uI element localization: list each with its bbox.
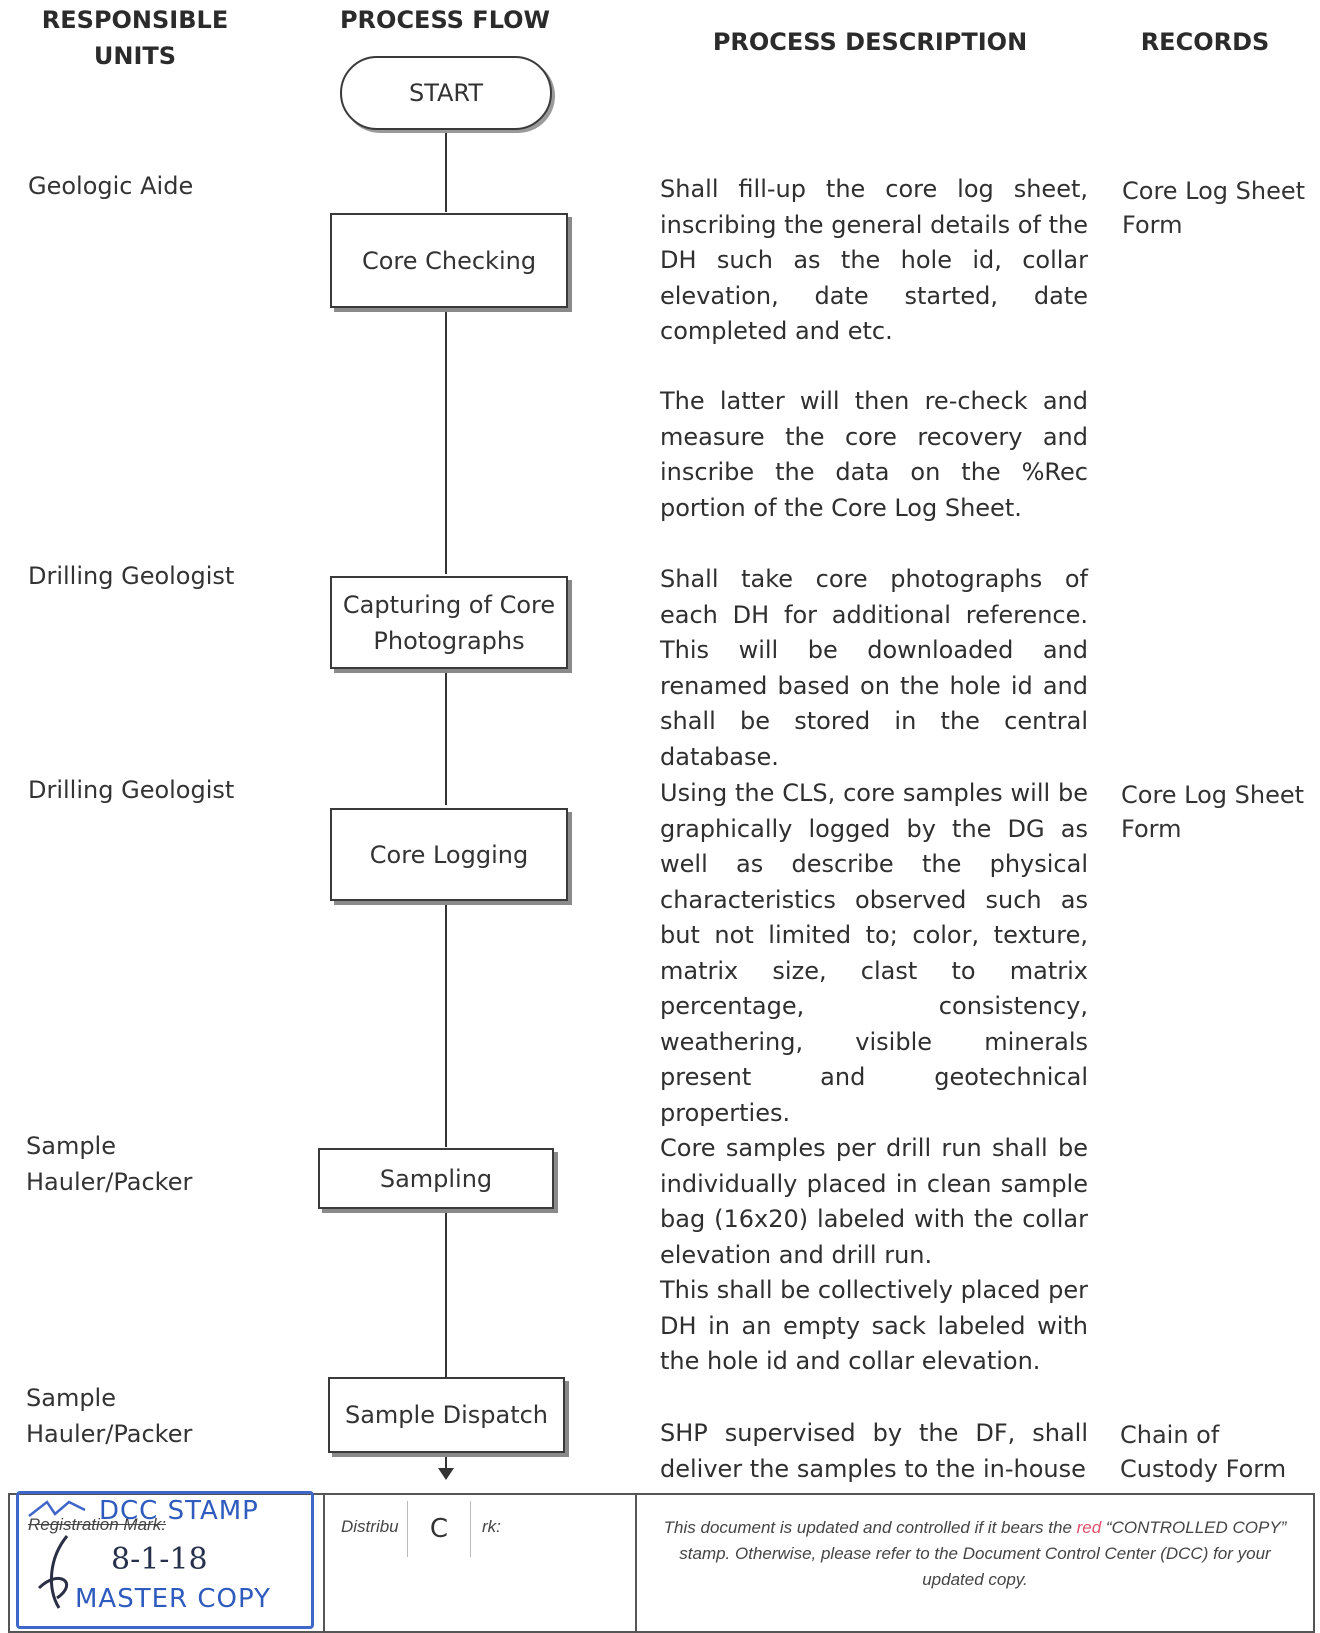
footer-control-table: Registration Mark: DCC STAMP 8-1-18 MAST…: [8, 1491, 1315, 1633]
header-process-flow: PROCESS FLOW: [339, 6, 551, 34]
registration-mark-cell: Registration Mark: DCC STAMP 8-1-18 MAST…: [10, 1491, 325, 1631]
description-core-checking: Shall fill-up the core log sheet, inscri…: [660, 175, 1088, 345]
dcc-master-copy-stamp: DCC STAMP 8-1-18 MASTER COPY: [16, 1491, 314, 1629]
stamp-title: DCC STAMP: [99, 1496, 259, 1526]
notice-text-before: This document is updated and controlled …: [663, 1518, 1077, 1537]
header-records: RECORDS: [1140, 28, 1270, 56]
start-terminator: START: [340, 56, 552, 130]
description-sample-dispatch: SHP supervised by the DF, shall deliver …: [660, 1419, 1088, 1483]
unit-sample-hauler-packer: Sample Hauler/Packer: [26, 1384, 193, 1448]
unit-sample-hauler-packer: Sample Hauler/Packer: [26, 1132, 193, 1196]
flow-arrowhead: [438, 1468, 454, 1480]
registration-mark-label: Registration Mark:: [28, 1515, 166, 1534]
flow-connector: [445, 899, 447, 1147]
flow-connector: [445, 1207, 447, 1385]
notice-text-red: red: [1076, 1518, 1102, 1537]
description-sampling: Core samples per drill run shall be indi…: [660, 1134, 1088, 1269]
step-core-logging: Core Logging: [330, 808, 568, 901]
record-core-log-sheet-form: Core Log Sheet Form: [1122, 177, 1306, 239]
description-core-recovery: The latter will then re-check and measur…: [660, 387, 1088, 522]
unit-drilling-geologist: Drilling Geologist: [28, 562, 235, 590]
stamp-copy: MASTER COPY: [75, 1584, 271, 1614]
step-core-checking: Core Checking: [330, 213, 568, 308]
stamp-initial-icon: [28, 1500, 86, 1517]
description-core-logging: Using the CLS, core samples will be grap…: [660, 779, 1088, 1127]
notice-text-after: “CONTROLLED COPY” stamp. Otherwise, plea…: [679, 1518, 1287, 1589]
unit-geologic-aide: Geologic Aide: [28, 172, 194, 200]
record-core-log-sheet-form: Core Log Sheet Form: [1121, 781, 1305, 843]
distribution-label-left: Distribu: [341, 1517, 399, 1536]
flow-connector: [445, 667, 447, 805]
flow-connector: [445, 128, 447, 212]
step-sampling: Sampling: [318, 1148, 554, 1209]
header-process-description: PROCESS DESCRIPTION: [712, 28, 1028, 56]
stamp-date: 8-1-18: [111, 1542, 208, 1577]
control-notice: This document is updated and controlled …: [660, 1515, 1290, 1593]
step-sample-dispatch: Sample Dispatch: [328, 1377, 565, 1453]
step-capturing-core-photographs: Capturing of Core Photographs: [330, 576, 568, 669]
distribution-mark-cell: Distribu rk: C: [325, 1495, 637, 1631]
flow-connector: [445, 1451, 447, 1469]
description-sampling-sack: This shall be collectively placed per DH…: [660, 1276, 1088, 1375]
signature-icon: [37, 1535, 69, 1609]
description-core-photographs: Shall take core photographs of each DH f…: [660, 565, 1088, 771]
distribution-label-right: rk:: [482, 1517, 501, 1536]
unit-drilling-geologist: Drilling Geologist: [28, 776, 235, 804]
flow-connector: [445, 306, 447, 574]
distribution-mark: C: [407, 1501, 471, 1557]
header-responsible-units: RESPONSIBLE UNITS: [41, 6, 229, 70]
record-chain-of-custody-form: Chain of Custody Form: [1120, 1421, 1287, 1483]
